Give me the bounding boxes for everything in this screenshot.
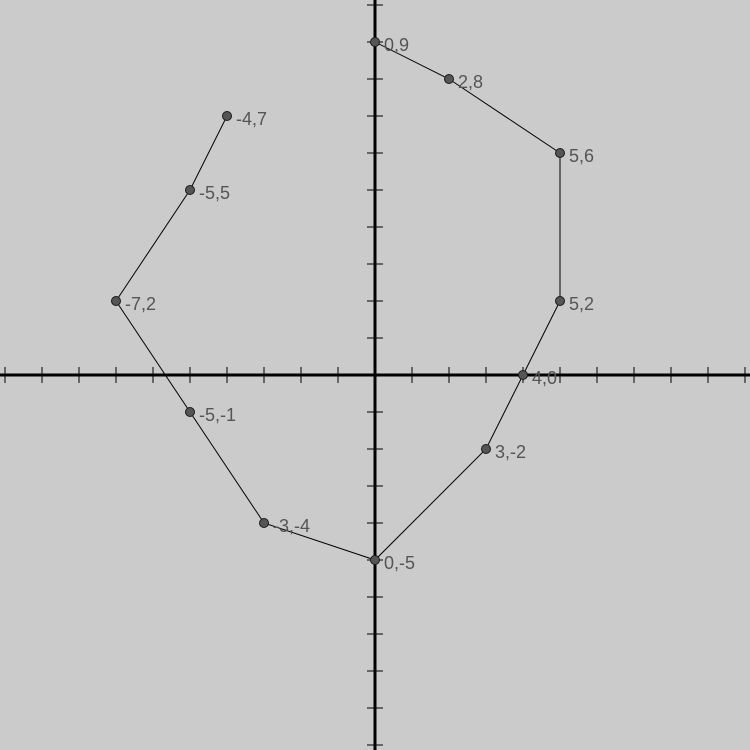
data-point: [518, 370, 528, 380]
data-point: [444, 74, 454, 84]
data-point: [555, 296, 565, 306]
data-point: [370, 37, 380, 47]
data-point: [185, 407, 195, 417]
point-label: 5,2: [569, 294, 594, 314]
point-labels: -4,7 -5,5 -7,2 -5,-1 -3,-4 0,-5 3,-2 4,0 5,2 5,6 2…: [125, 35, 594, 573]
data-point: [111, 296, 121, 306]
data-point: [481, 444, 491, 454]
point-label: 2,8: [458, 72, 483, 92]
point-label: 5,6: [569, 146, 594, 166]
point-label: 0,-5: [384, 553, 415, 573]
point-label: -7,2: [125, 294, 156, 314]
data-point: [555, 148, 565, 158]
point-label: -5,-1: [199, 405, 236, 425]
point-label: 0,9: [384, 35, 409, 55]
data-point: [185, 185, 195, 195]
point-label: -5,5: [199, 183, 230, 203]
data-points: [111, 37, 565, 565]
point-label: -3,-4: [273, 516, 310, 536]
data-point: [222, 111, 232, 121]
point-label: -4,7: [236, 109, 267, 129]
point-label: 4,0: [532, 368, 557, 388]
data-point: [259, 518, 269, 528]
series-line: [115, 41, 561, 561]
data-point: [370, 555, 380, 565]
point-label: 3,-2: [495, 442, 526, 462]
